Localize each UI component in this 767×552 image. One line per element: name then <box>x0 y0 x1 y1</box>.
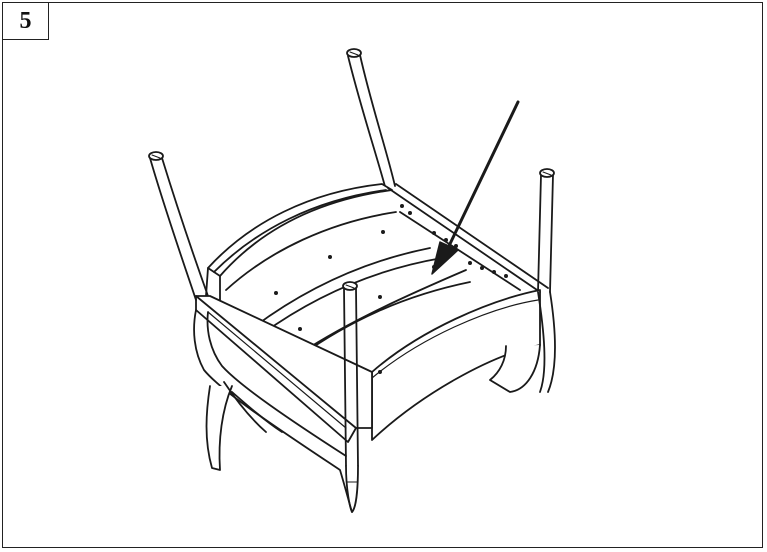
rocker-right <box>489 291 556 393</box>
backrest <box>205 183 393 307</box>
arrow-icon <box>431 100 520 275</box>
back-leg-top <box>346 48 396 191</box>
rocker-left <box>193 309 353 513</box>
front-leg-right <box>537 168 555 293</box>
back-leg-left <box>148 151 209 301</box>
front-rail <box>195 295 373 443</box>
step-number: 5 <box>3 3 49 40</box>
